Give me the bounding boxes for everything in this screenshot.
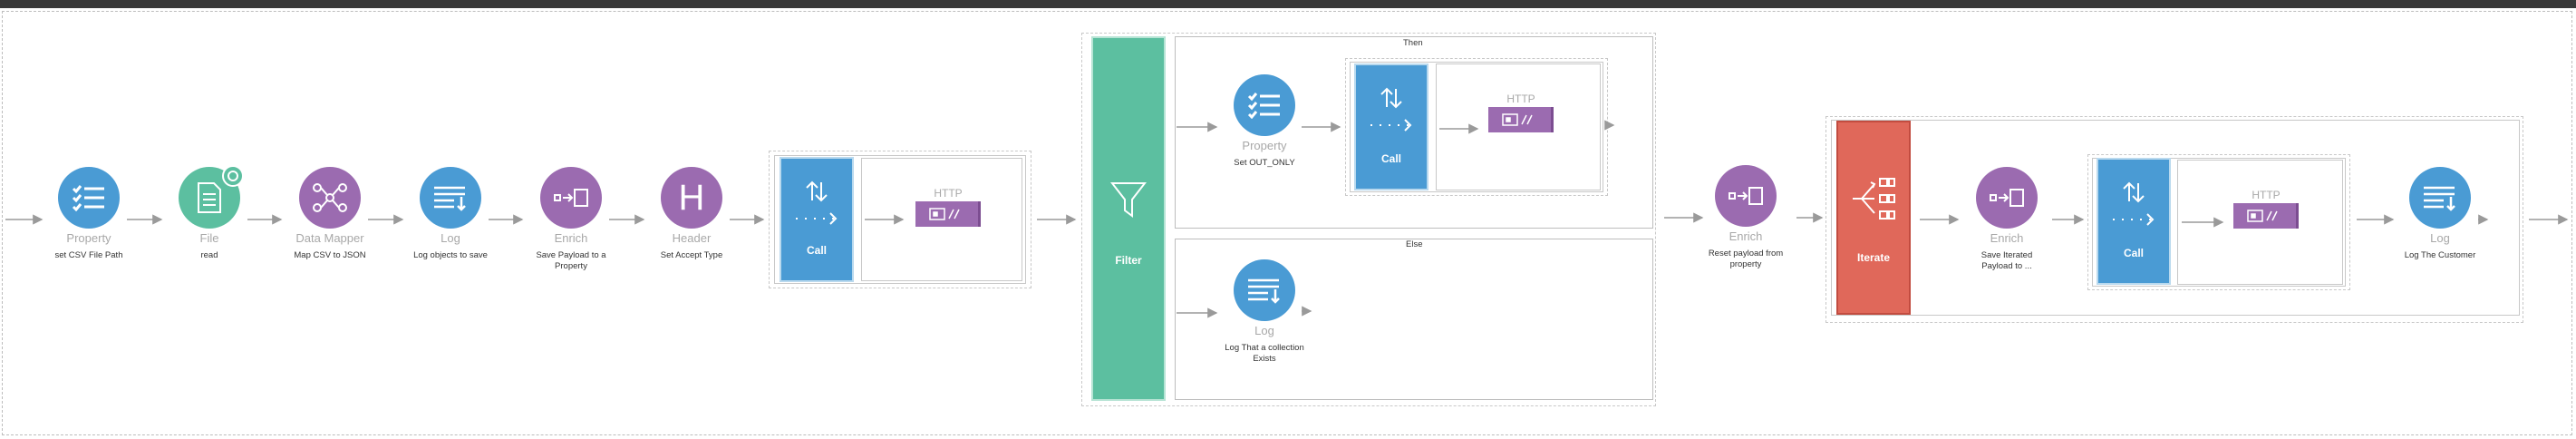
node-type: File [199, 231, 219, 245]
then-property-node[interactable]: Property Set OUT_ONLY [1201, 74, 1328, 169]
enrich-icon [540, 167, 602, 229]
then-label: Then [1403, 38, 1423, 48]
filter-label: Filter [1115, 254, 1142, 267]
call-icon [1370, 87, 1412, 132]
enrich-reset-node[interactable]: Enrich Reset payload from property [1682, 165, 1809, 270]
iterate-call-block[interactable]: Call [2097, 158, 2171, 285]
node-description: Log The Customer [2404, 250, 2476, 260]
filter-scope [1081, 33, 1656, 406]
iterate-block[interactable]: Iterate [1836, 121, 1911, 315]
else-log-node[interactable]: Log Log That a collection Exists [1201, 259, 1328, 365]
node-description: Set Accept Type [660, 250, 723, 260]
call-scope-right [861, 158, 1022, 281]
http-label: HTTP [2252, 189, 2281, 201]
log-icon [2409, 167, 2471, 229]
node-description: read [200, 250, 218, 260]
call-label: Call [2123, 247, 2144, 259]
header-icon: H [661, 167, 722, 229]
else-branch [1175, 239, 1653, 400]
iterate-label: Iterate [1856, 251, 1891, 264]
call-scope-inner [774, 155, 1026, 284]
checklist-icon [58, 167, 120, 229]
property-node[interactable]: Property set CSV File Path [25, 167, 152, 261]
enrich-icon [1976, 167, 2038, 229]
iterate-log-node[interactable]: Log Log The Customer [2377, 167, 2503, 261]
then-call-block[interactable]: Call [1354, 63, 1428, 190]
node-type: Property [66, 231, 111, 245]
iterate-scope-inner [1831, 120, 2520, 316]
file-node[interactable]: File read [146, 165, 273, 261]
top-bar [0, 0, 2576, 8]
then-http-node[interactable]: HTTP [1485, 93, 1557, 132]
iterate-enrich-node[interactable]: Enrich Save Iterated Payload to ... [1943, 167, 2070, 272]
header-node[interactable]: H Header Set Accept Type [628, 167, 755, 261]
node-description: Map CSV to JSON [294, 250, 366, 260]
enrich-icon [1715, 165, 1777, 227]
node-type: Enrich [1729, 229, 1763, 243]
filter-icon [1110, 182, 1147, 218]
iterate-scope-outer [1825, 116, 2523, 323]
iter-call-scope-right [2177, 160, 2343, 285]
node-type: Header [672, 231, 712, 245]
call-icon [796, 180, 838, 225]
node-type: Log [2430, 231, 2450, 245]
http-icon [1488, 107, 1554, 132]
node-description: Reset payload from property [1708, 249, 1784, 269]
call-icon [2113, 181, 2155, 226]
enrich-node[interactable]: Enrich Save Payload to a Property [508, 167, 634, 272]
node-type: Enrich [554, 231, 588, 245]
http-label: HTTP [934, 187, 963, 200]
http-label: HTTP [1506, 93, 1535, 105]
filter-block[interactable]: Filter [1091, 36, 1166, 401]
then-call-scope-right [1436, 63, 1601, 190]
log-icon [420, 167, 481, 229]
node-description: Log objects to save [413, 250, 488, 260]
else-label: Else [1406, 239, 1423, 249]
then-branch [1175, 36, 1653, 229]
call-label: Call [806, 244, 827, 257]
file-icon [179, 165, 244, 229]
node-type: Data Mapper [295, 231, 364, 245]
call-label: Call [1380, 152, 1401, 165]
then-call-scope-inner [1350, 62, 1603, 192]
node-type: Log [1254, 324, 1274, 337]
checklist-icon [1234, 74, 1295, 136]
canvas-border [2, 11, 2572, 435]
iter-call-scope-inner [2092, 158, 2346, 287]
node-description: set CSV File Path [54, 250, 123, 260]
node-description: Set OUT_ONLY [1234, 158, 1295, 168]
call-scope-outer [769, 151, 1031, 288]
node-type: Log [441, 231, 460, 245]
http-node[interactable]: HTTP [912, 187, 984, 227]
node-description: Save Iterated Payload to ... [1980, 250, 2033, 271]
node-description: Log That a collection Exists [1225, 343, 1304, 364]
http-icon [915, 201, 981, 227]
call-block[interactable]: Call [780, 157, 854, 282]
badge-icon [222, 165, 244, 187]
iterate-http-node[interactable]: HTTP [2230, 189, 2302, 229]
node-description: Save Payload to a Property [536, 250, 606, 271]
node-type: Enrich [1990, 231, 2024, 245]
iter-call-scope-outer [2087, 154, 2350, 290]
data-mapper-icon [299, 167, 361, 229]
log-node[interactable]: Log Log objects to save [387, 167, 514, 261]
http-icon [2233, 203, 2299, 229]
log-icon [1234, 259, 1295, 321]
node-type: Property [1242, 139, 1287, 152]
iterate-icon [1853, 178, 1895, 220]
data-mapper-node[interactable]: Data Mapper Map CSV to JSON [266, 167, 393, 261]
